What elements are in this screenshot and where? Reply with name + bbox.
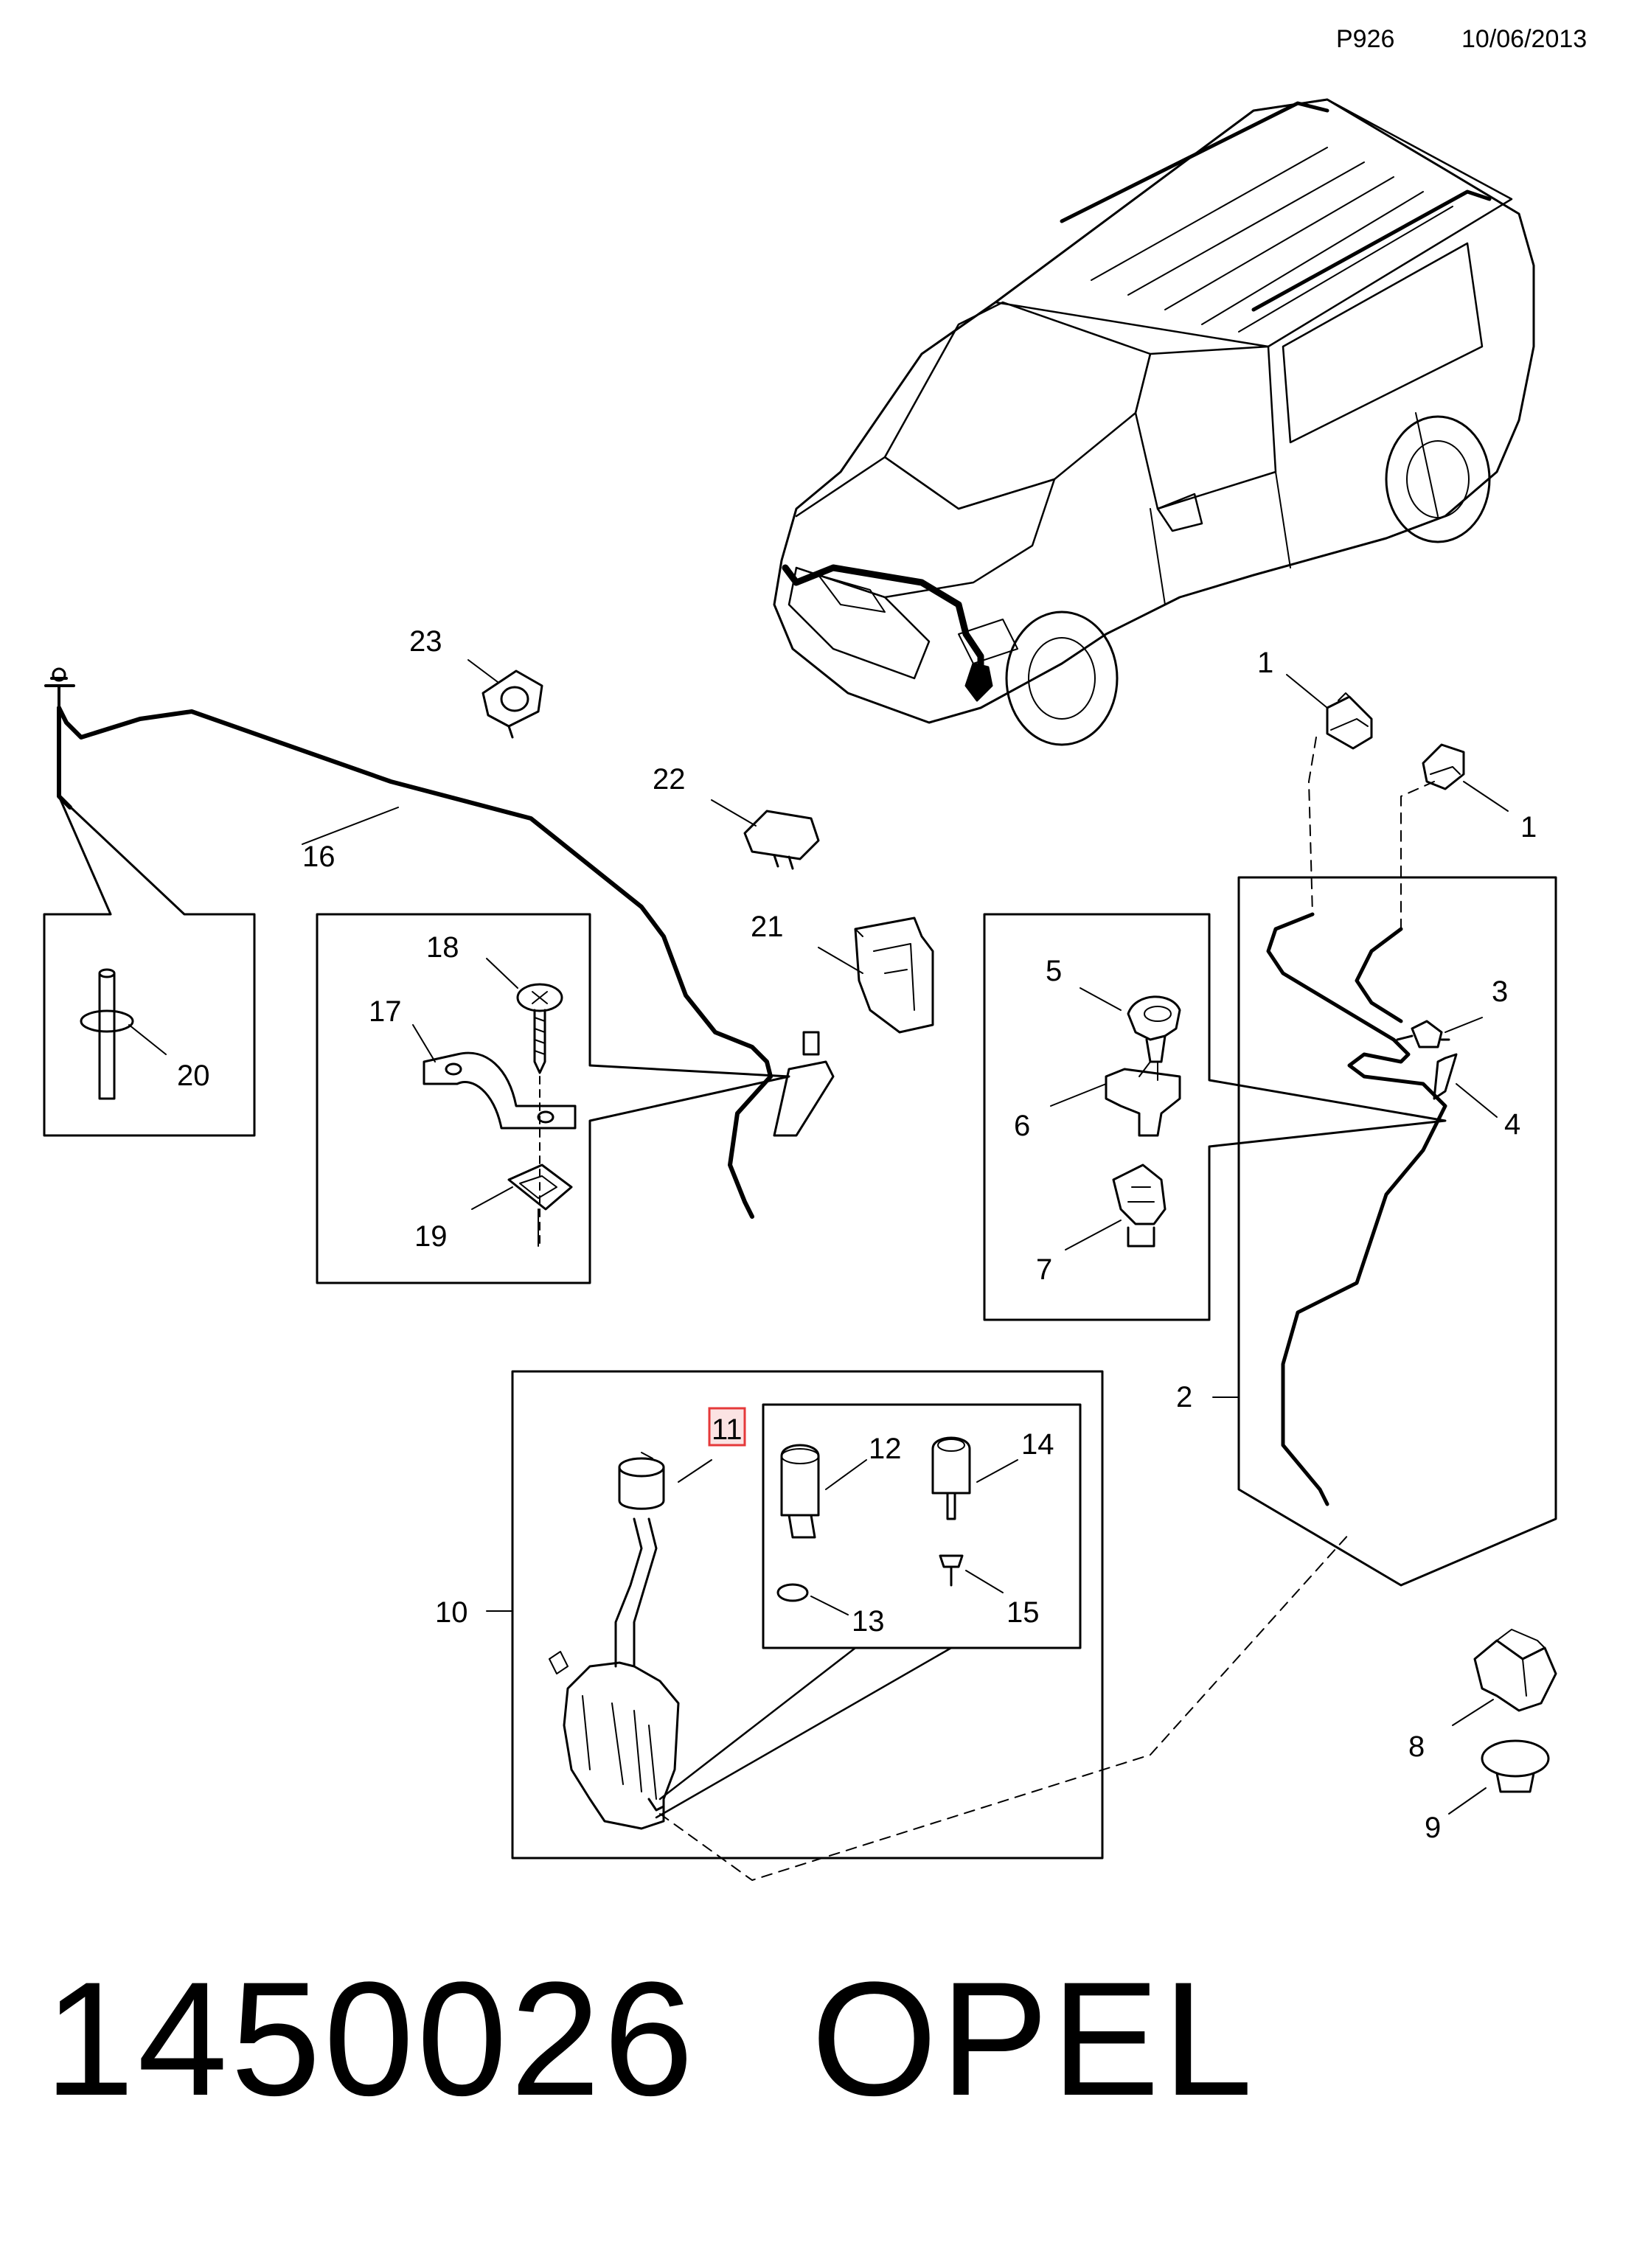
diagram-code: P926 xyxy=(1336,25,1395,53)
callout-20: 20 xyxy=(177,1060,210,1092)
detail-box-12-15-pumps xyxy=(762,1403,1082,1649)
detail-box-10-tank xyxy=(486,1370,1350,1881)
callout-5: 5 xyxy=(1046,955,1062,987)
part-number: 1450026 xyxy=(44,1948,697,2129)
callout-7: 7 xyxy=(1036,1253,1052,1286)
callout-1-right: 1 xyxy=(1520,811,1537,843)
part-23-grommet xyxy=(467,659,543,739)
callout-4: 4 xyxy=(1504,1108,1520,1141)
callout-14: 14 xyxy=(1021,1428,1054,1461)
callout-19: 19 xyxy=(414,1220,448,1253)
callout-8: 8 xyxy=(1408,1730,1425,1763)
part-1-nozzles xyxy=(1286,674,1509,812)
parts-8-9 xyxy=(1448,1629,1557,1815)
callout-11: 11 xyxy=(712,1413,743,1446)
part-21-bracket xyxy=(818,916,934,1034)
vehicle-illustration xyxy=(773,98,1535,746)
callout-18: 18 xyxy=(426,931,459,964)
detail-box-17-19 xyxy=(316,913,790,1284)
detail-box-5-7 xyxy=(983,913,1447,1321)
callout-2: 2 xyxy=(1176,1381,1192,1413)
callout-13: 13 xyxy=(852,1605,885,1638)
callout-12: 12 xyxy=(869,1433,902,1465)
brand-name: OPEL xyxy=(811,1948,1256,2129)
callout-11-highlight xyxy=(708,1407,746,1447)
callout-21: 21 xyxy=(751,911,784,943)
diagram-date: 10/06/2013 xyxy=(1461,25,1588,53)
callout-9: 9 xyxy=(1425,1812,1441,1844)
callout-16: 16 xyxy=(302,841,336,873)
callout-22: 22 xyxy=(653,763,686,796)
callout-15: 15 xyxy=(1007,1596,1040,1629)
part-16-hose xyxy=(44,667,835,1219)
callout-3: 3 xyxy=(1492,975,1508,1008)
callout-10: 10 xyxy=(435,1596,468,1629)
callout-23: 23 xyxy=(409,625,442,658)
callout-1-top: 1 xyxy=(1257,647,1273,679)
detail-box-2-4 xyxy=(1212,737,1557,1587)
detail-box-20 xyxy=(43,795,256,1137)
callout-6: 6 xyxy=(1014,1110,1030,1142)
callout-17: 17 xyxy=(369,995,402,1028)
part-22-nozzle-cover xyxy=(711,799,820,870)
